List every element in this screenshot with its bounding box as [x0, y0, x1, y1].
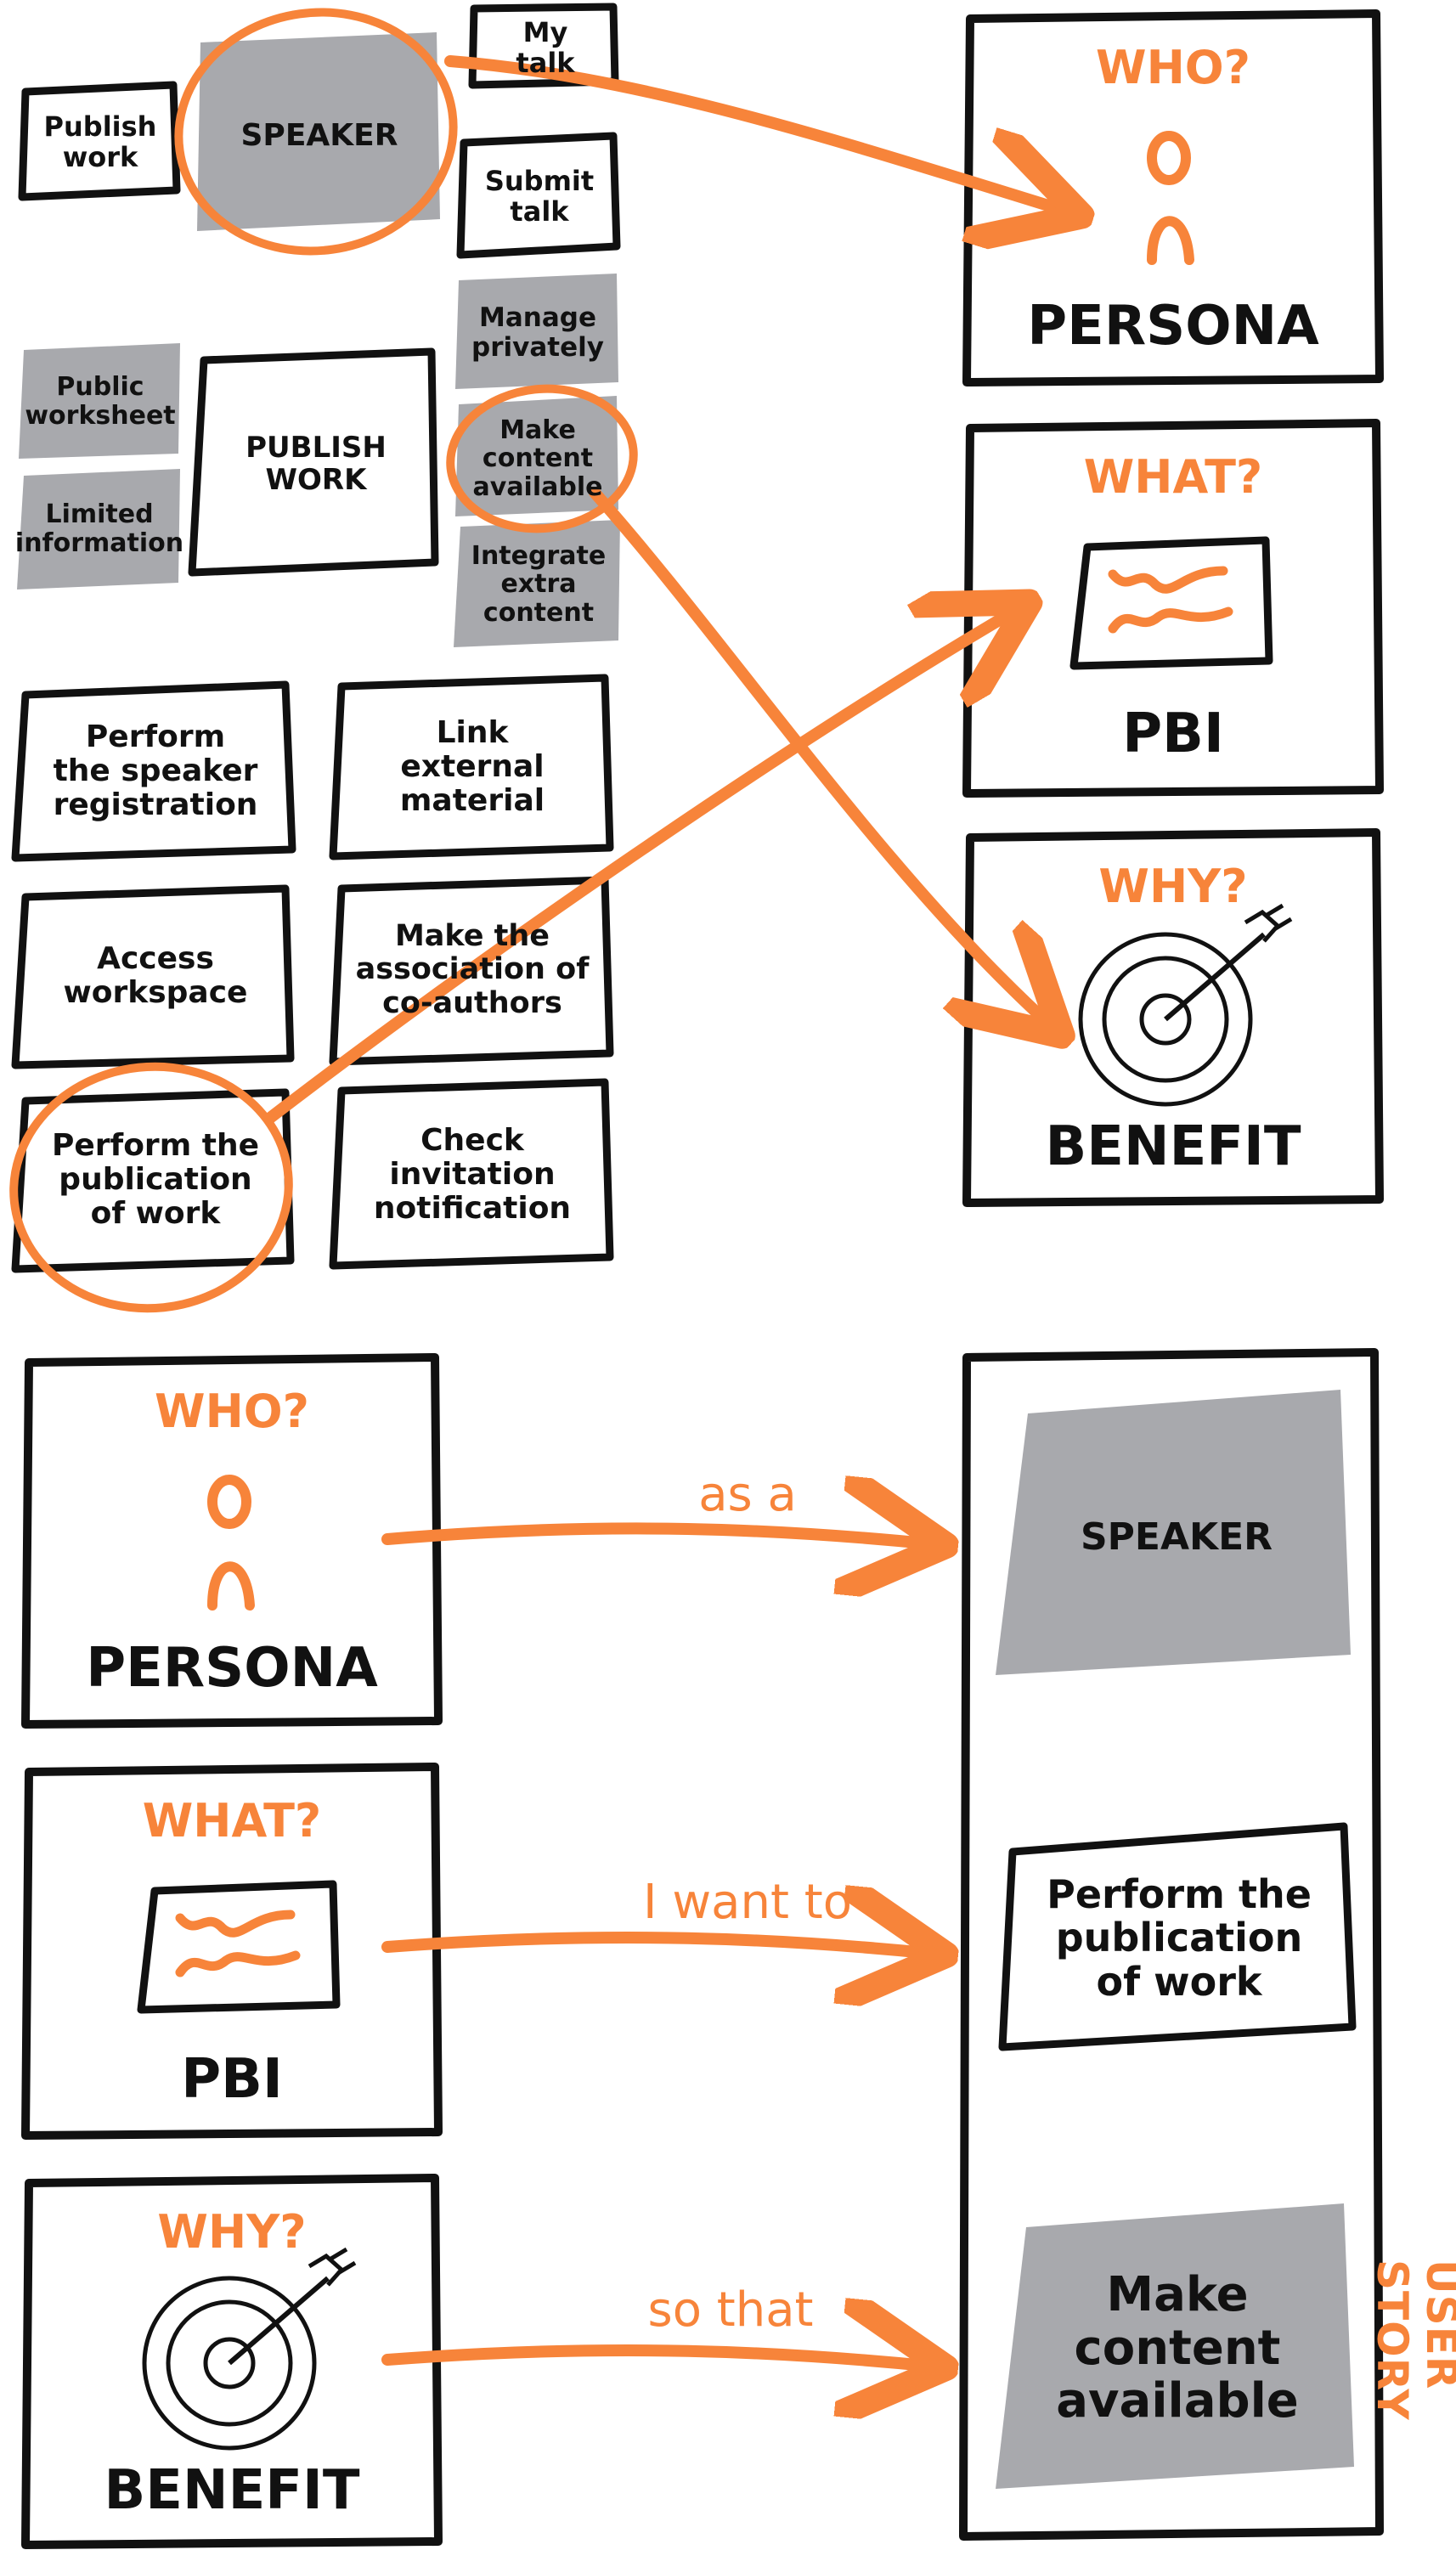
card-publish-work-big-label: PUBLISH WORK [245, 430, 387, 497]
persona-icon [1147, 131, 1194, 265]
panel-who-top [962, 9, 1384, 386]
panel-why-bottom-question: WHY? [157, 2204, 307, 2259]
card-public-worksheet [19, 343, 180, 459]
card-link-external-material-label: Link external material [399, 714, 545, 819]
card-my-talk-label: My talk [516, 16, 575, 79]
panel-what-top-question: WHAT? [1083, 449, 1263, 504]
arrow-as-a [381, 1528, 934, 1544]
card-submit-talk-label: Submit talk [484, 165, 595, 228]
panel-what-top-label: PBI [1122, 702, 1224, 766]
panel-who-top-question: WHO? [1096, 40, 1250, 94]
card-integrate-extra-content [454, 520, 620, 647]
connector-i-want-to-label: I want to [643, 1874, 852, 1930]
story-card-benefit-label: Make content available [1056, 2266, 1299, 2429]
story-card-speaker-label: SPEAKER [1080, 1515, 1273, 1560]
card-perform-speaker-registration-label: Perform the speaker registration [53, 719, 258, 823]
panel-why-bottom-label: BENEFIT [104, 2459, 360, 2523]
card-link-external-material [329, 674, 614, 860]
arrow-speaker-to-persona [444, 55, 1070, 212]
pbi-card-icon [137, 1880, 341, 2014]
panel-what-bottom-question: WHAT? [142, 1793, 322, 1848]
card-access-workspace-label: Access workspace [63, 940, 248, 1010]
highlight-speaker-circle [174, 8, 458, 256]
story-card-speaker [996, 1390, 1351, 1675]
connector-as-a-label: as a [698, 1466, 797, 1522]
card-speaker-label: SPEAKER [240, 117, 398, 153]
card-make-association-coauthors-label: Make the association of co-authors [355, 919, 590, 1020]
card-manage-privately [455, 274, 618, 389]
panel-why-top-label: BENEFIT [1045, 1115, 1301, 1179]
arrow-perform-publication-to-pbi [264, 608, 1019, 1124]
panel-who-top-label: PERSONA [1027, 295, 1319, 358]
panel-who-bottom-question: WHO? [155, 1384, 309, 1438]
card-perform-publication-label: Perform the publication of work [51, 1127, 259, 1232]
card-publish-work-small [18, 81, 181, 201]
card-make-content-available [455, 396, 618, 516]
card-speaker [197, 32, 440, 231]
connector-so-that-label: so that [647, 2282, 814, 2338]
card-publish-work-big [188, 347, 439, 577]
highlight-perform-publication-circle [9, 1062, 293, 1313]
user-story-vertical-label: USER STORY [1368, 2259, 1456, 2421]
highlight-make-content-circle [446, 384, 638, 533]
arrow-so-that [381, 2350, 934, 2367]
panel-who-bottom-label: PERSONA [86, 1637, 378, 1701]
arrow-i-want-to [381, 1938, 934, 1954]
target-icon [142, 2247, 357, 2451]
card-submit-talk [456, 132, 621, 259]
arrow-make-content-to-benefit [589, 487, 1053, 1028]
story-card-benefit [996, 2203, 1354, 2489]
card-limited-information-label: Limited information [14, 499, 184, 558]
card-make-content-available-label: Make content available [472, 415, 603, 502]
card-access-workspace [11, 884, 295, 1069]
card-check-invitation-label: Check invitation notification [373, 1122, 572, 1227]
story-card-pbi [998, 1822, 1357, 2051]
card-perform-speaker-registration [11, 680, 296, 862]
story-card-pbi-label: Perform the publication of work [1047, 1870, 1312, 2005]
panel-what-bottom-label: PBI [181, 2048, 283, 2112]
panel-who-bottom [21, 1353, 443, 1729]
card-public-worksheet-label: Public worksheet [25, 372, 176, 431]
card-manage-privately-label: Manage privately [471, 302, 604, 363]
panel-why-top-question: WHY? [1098, 859, 1248, 913]
card-publish-work-small-label: Publish work [43, 110, 157, 173]
target-icon [1078, 903, 1293, 1107]
pbi-card-icon [1069, 536, 1273, 670]
card-limited-information [17, 469, 180, 590]
card-integrate-extra-content-label: Integrate extra content [471, 540, 607, 628]
persona-icon [207, 1475, 255, 1611]
card-check-invitation [329, 1078, 614, 1270]
